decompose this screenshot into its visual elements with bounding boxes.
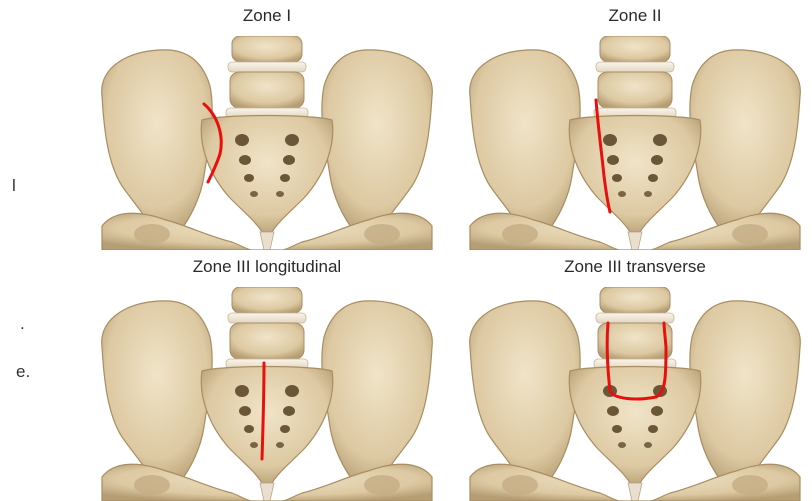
zone-2-panel: Zone II — [460, 6, 810, 250]
panel-title: Zone II — [460, 6, 810, 26]
zone-1-panel: Zone I — [92, 6, 442, 250]
pelvis-illustration — [460, 287, 810, 501]
pelvis-illustration — [92, 36, 442, 250]
margin-text: . — [20, 314, 25, 334]
panel-title: Zone III transverse — [460, 257, 810, 277]
panel-title: Zone III longitudinal — [92, 257, 442, 277]
zone-3-transverse-panel: Zone III transverse — [460, 257, 810, 501]
pelvis-illustration — [92, 287, 442, 501]
pelvis-illustration — [460, 36, 810, 250]
zone-3-longitudinal-panel: Zone III longitudinal — [92, 257, 442, 501]
margin-text: e. — [16, 362, 30, 382]
panel-title: Zone I — [92, 6, 442, 26]
margin-text: l — [12, 176, 16, 196]
